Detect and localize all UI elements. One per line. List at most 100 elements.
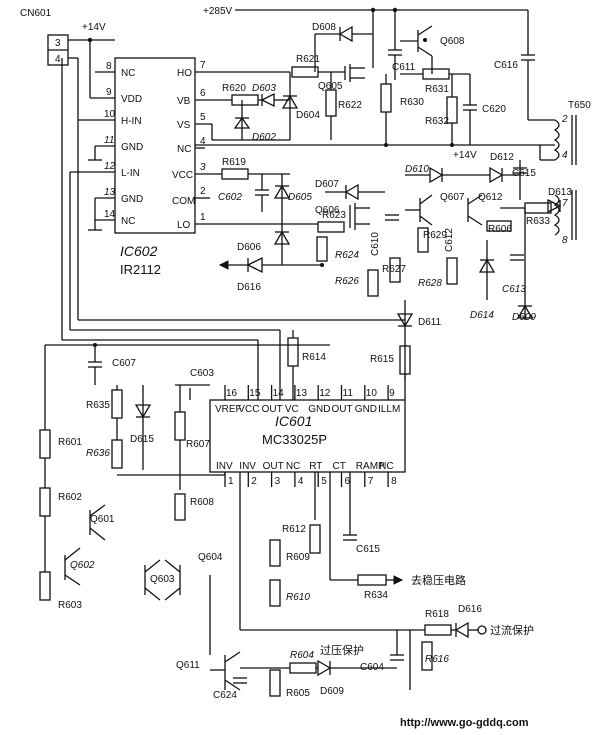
label-r606: R606 xyxy=(488,224,512,235)
svg-text:4: 4 xyxy=(200,136,206,147)
label-r616: R616 xyxy=(425,654,449,665)
label-d611: D611 xyxy=(418,317,442,328)
cn601-label: CN601 xyxy=(20,8,52,19)
svg-text:VS: VS xyxy=(177,120,191,131)
label-t650: T650 xyxy=(568,100,591,111)
ic601-bottom-pin-6-number: 6 xyxy=(345,476,351,487)
label-r612: R612 xyxy=(282,524,306,535)
label-d604: D604 xyxy=(296,110,320,121)
ic601-bottom-pin-7-name: RAMP xyxy=(356,461,385,472)
label-r610: R610 xyxy=(286,592,310,603)
label-r632: R632 xyxy=(425,116,449,127)
ic601-name: IC601 xyxy=(275,413,312,429)
ic601-bottom-pin-8-name: NC xyxy=(379,461,393,472)
svg-text:NC: NC xyxy=(121,68,135,79)
ic601-bottom-pin-6-name: CT xyxy=(333,461,346,472)
label-r605: R605 xyxy=(286,688,310,699)
ic601-top-pin-15-number: 15 xyxy=(249,388,261,399)
svg-text:H-IN: H-IN xyxy=(121,116,142,127)
label-d606: D606 xyxy=(237,242,261,253)
supply-14v-b: +14V xyxy=(453,150,477,161)
ic601-top-pin-11-number: 11 xyxy=(343,388,354,399)
ic601-top-pin-9-name: ILLM xyxy=(378,404,400,415)
annotation-to-regulator: 去稳压电路 xyxy=(411,573,466,587)
svg-text:3: 3 xyxy=(200,162,206,173)
svg-text:10: 10 xyxy=(104,109,116,120)
label-r619: R619 xyxy=(222,157,246,168)
label-r615: R615 xyxy=(370,354,394,365)
transformer-t650: T650 2 4 7 8 xyxy=(553,100,591,246)
label-r633: R633 xyxy=(526,216,550,227)
label-q601: Q601 xyxy=(90,514,115,525)
ic601: IC601 MC33025P 16VREF15VCC14OUT13VC12GND… xyxy=(209,385,406,487)
svg-text:14: 14 xyxy=(104,209,116,220)
svg-text:LO: LO xyxy=(177,220,191,231)
svg-text:GND: GND xyxy=(121,142,143,153)
svg-text:7: 7 xyxy=(562,198,568,209)
label-d607: D607 xyxy=(315,179,339,190)
svg-text:4: 4 xyxy=(562,150,568,161)
ic601-top-pin-13-number: 13 xyxy=(296,388,308,399)
ic602-left-pins: 8 NC 9 VDD 10 H-IN 11 GND 12 L-IN 13 GND… xyxy=(70,61,143,227)
label-d613: D613 xyxy=(548,187,572,198)
label-d602: D602 xyxy=(252,132,276,143)
ic601-bottom-pin-5-name: RT xyxy=(309,461,322,472)
svg-text:HO: HO xyxy=(177,68,192,79)
label-d614: D614 xyxy=(470,310,494,321)
label-r603: R603 xyxy=(58,600,82,611)
supply-14v-a: +14V xyxy=(82,22,106,33)
label-c616: C616 xyxy=(494,60,518,71)
label-r628: R628 xyxy=(418,278,442,289)
svg-text:NC: NC xyxy=(177,144,191,155)
label-r621: R621 xyxy=(296,54,320,65)
label-r614: R614 xyxy=(302,352,326,363)
svg-text:7: 7 xyxy=(200,60,206,71)
svg-text:8: 8 xyxy=(106,61,112,72)
label-r622: R622 xyxy=(338,100,362,111)
ic601-bottom-pin-3-name: OUT xyxy=(263,461,284,472)
label-r627: R627 xyxy=(382,264,406,275)
ic601-top-pin-11-name: OUT xyxy=(332,404,353,415)
svg-text:1: 1 xyxy=(200,212,206,223)
label-c602: C602 xyxy=(218,192,242,203)
label-r620: R620 xyxy=(222,83,246,94)
cn601-pin-3: 3 xyxy=(55,38,61,49)
svg-text:NC: NC xyxy=(121,216,135,227)
cn601-pin-4: 4 xyxy=(55,54,61,65)
ic601-bottom-pin-7-number: 7 xyxy=(368,476,374,487)
ic601-top-pin-12-name: GND xyxy=(308,404,330,415)
label-c624: C624 xyxy=(213,690,237,701)
ic601-top-pin-14-number: 14 xyxy=(273,388,285,399)
ic601-top-pin-15-name: VCC xyxy=(238,404,259,415)
label-r629: R629 xyxy=(423,230,447,241)
label-r624: R624 xyxy=(335,250,359,261)
label-r607: R607 xyxy=(186,439,210,450)
svg-text:13: 13 xyxy=(104,187,116,198)
label-d608: D608 xyxy=(312,22,336,33)
svg-text:2: 2 xyxy=(200,186,206,197)
svg-text:VCC: VCC xyxy=(172,170,193,181)
label-q606: Q606 xyxy=(315,205,340,216)
ic602-name: IC602 xyxy=(120,243,158,259)
label-c610: C610 xyxy=(370,232,381,256)
svg-text:GND: GND xyxy=(121,194,143,205)
ic601-top-pin-10-number: 10 xyxy=(366,388,378,399)
ic601-top-pin-16-name: VREF xyxy=(215,404,242,415)
svg-text:2: 2 xyxy=(561,114,568,125)
label-c613: C613 xyxy=(502,284,526,295)
label-c615-lower: C615 xyxy=(356,544,380,555)
ic601-top-pin-16-number: 16 xyxy=(226,388,238,399)
svg-text:COM: COM xyxy=(172,196,195,207)
label-c603: C603 xyxy=(190,368,214,379)
ic601-bottom-pin-1-number: 1 xyxy=(228,476,234,487)
label-d615: D615 xyxy=(130,434,154,445)
ic601-bottom-pin-5-number: 5 xyxy=(321,476,327,487)
label-c612: C612 xyxy=(444,228,455,252)
ic601-top-pin-14-name: OUT xyxy=(262,404,283,415)
label-d603: D603 xyxy=(252,83,276,94)
svg-text:12: 12 xyxy=(104,161,116,172)
label-d616-upper: D616 xyxy=(237,282,261,293)
svg-text:11: 11 xyxy=(104,135,114,146)
svg-text:VB: VB xyxy=(177,96,191,107)
